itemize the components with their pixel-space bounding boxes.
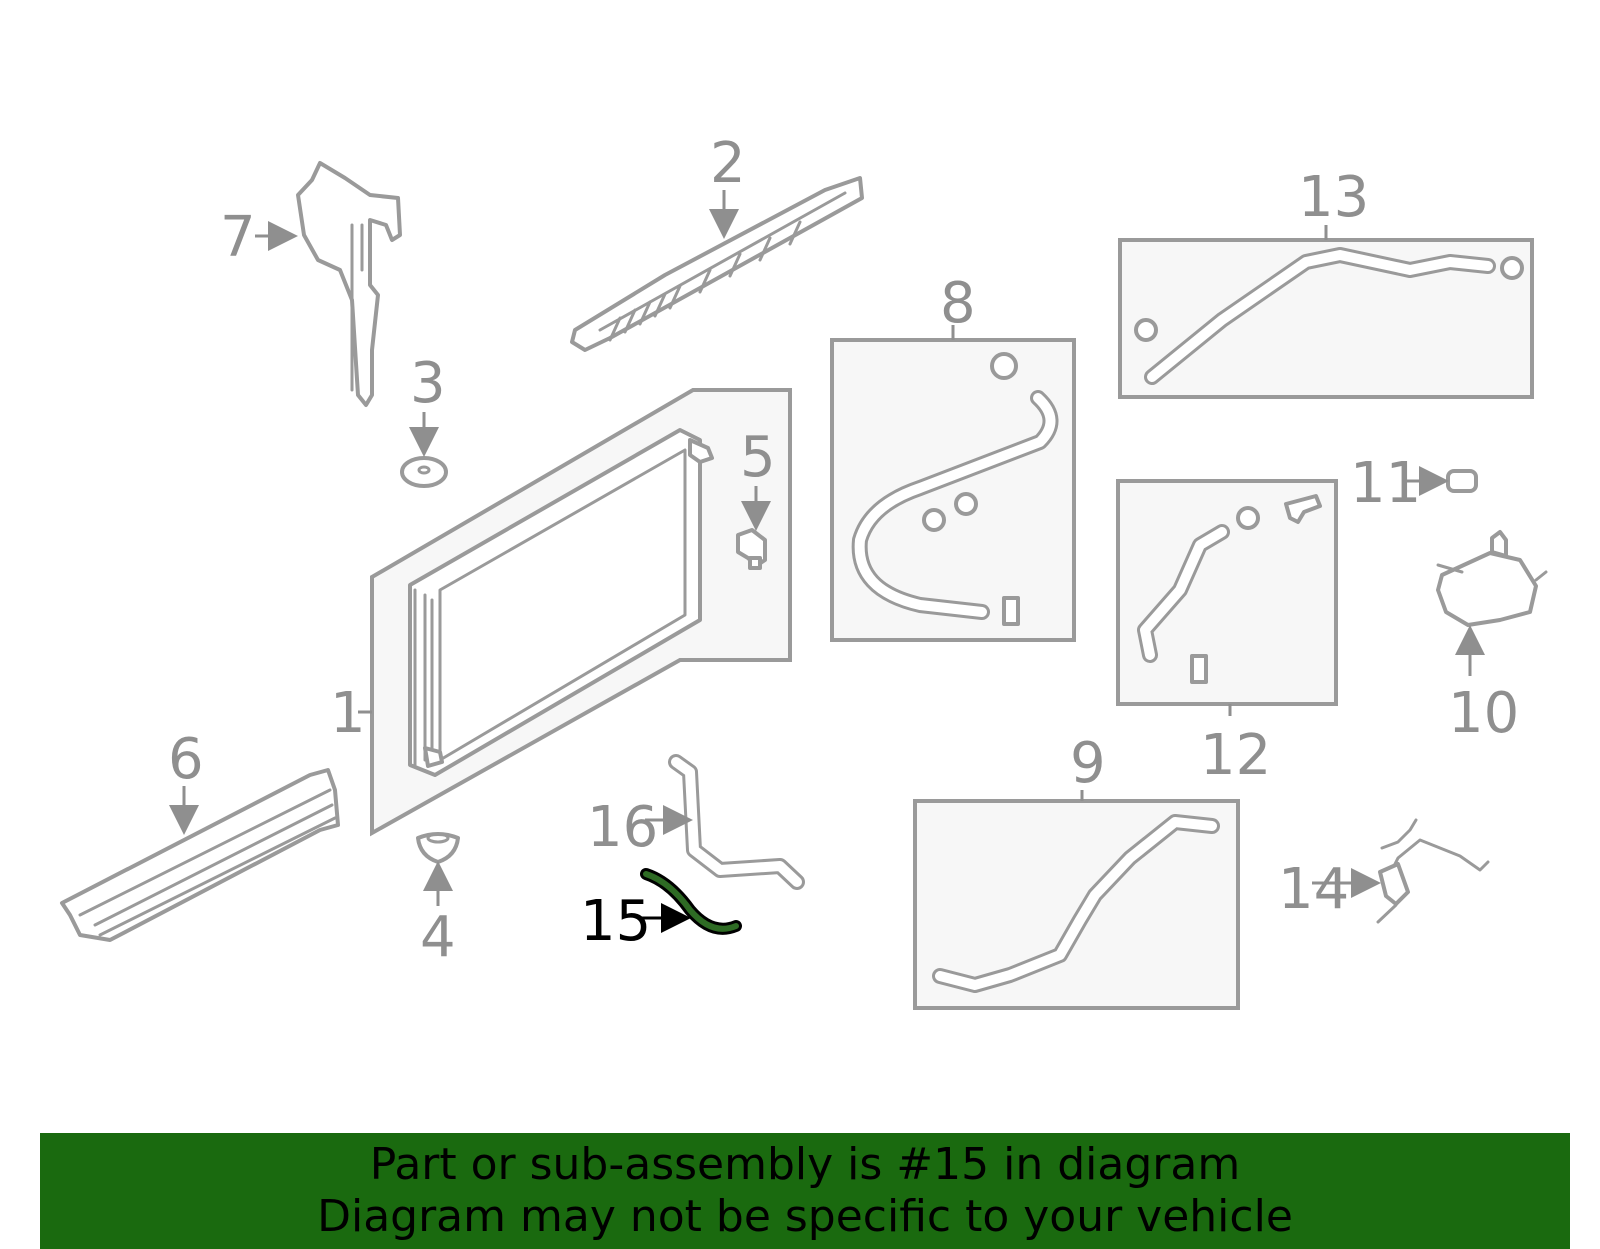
part-5-drain-plug[interactable]	[736, 528, 767, 570]
part-14-water-pipe[interactable]	[1376, 818, 1490, 924]
part-16-pipe[interactable]	[668, 754, 805, 890]
callout-8: 8	[940, 271, 976, 336]
part-10-reservoir-tank[interactable]	[1436, 530, 1548, 627]
callout-1: 1	[330, 681, 366, 746]
part-1-radiator[interactable]	[370, 388, 792, 837]
callout-6: 6	[168, 727, 204, 792]
callout-15: 15	[580, 889, 651, 954]
callout-3: 3	[410, 351, 446, 416]
part-13-overflow-hose[interactable]	[1118, 238, 1534, 399]
part-2-upper-seal[interactable]	[570, 176, 864, 352]
callout-5: 5	[740, 425, 776, 490]
part-9-lower-hose[interactable]	[913, 799, 1240, 1010]
callout-9: 9	[1070, 731, 1106, 796]
callout-14: 14	[1278, 857, 1349, 922]
info-banner: Part or sub-assembly is #15 in diagram D…	[40, 1133, 1570, 1249]
banner-line-1: Part or sub-assembly is #15 in diagram	[369, 1139, 1241, 1190]
callout-10: 10	[1448, 681, 1519, 746]
part-4-lower-insulator[interactable]	[416, 832, 460, 864]
part-7-air-guide[interactable]	[296, 161, 402, 407]
callout-13: 13	[1298, 165, 1369, 230]
banner-line-2: Diagram may not be specific to your vehi…	[317, 1191, 1293, 1242]
part-12-bypass-hose-kit[interactable]	[1116, 479, 1338, 706]
part-6-lower-seal[interactable]	[60, 768, 340, 942]
callout-11: 11	[1350, 451, 1421, 516]
callout-4: 4	[420, 905, 456, 970]
part-11-cap[interactable]	[1446, 469, 1478, 493]
part-3-mount-insulator[interactable]	[400, 456, 448, 488]
callout-12: 12	[1200, 723, 1271, 788]
part-15-hose-highlighted[interactable]	[640, 868, 742, 935]
callout-7: 7	[220, 205, 256, 270]
callout-16: 16	[587, 795, 658, 860]
callout-2: 2	[710, 131, 746, 196]
part-8-upper-hose-kit[interactable]	[830, 338, 1076, 642]
